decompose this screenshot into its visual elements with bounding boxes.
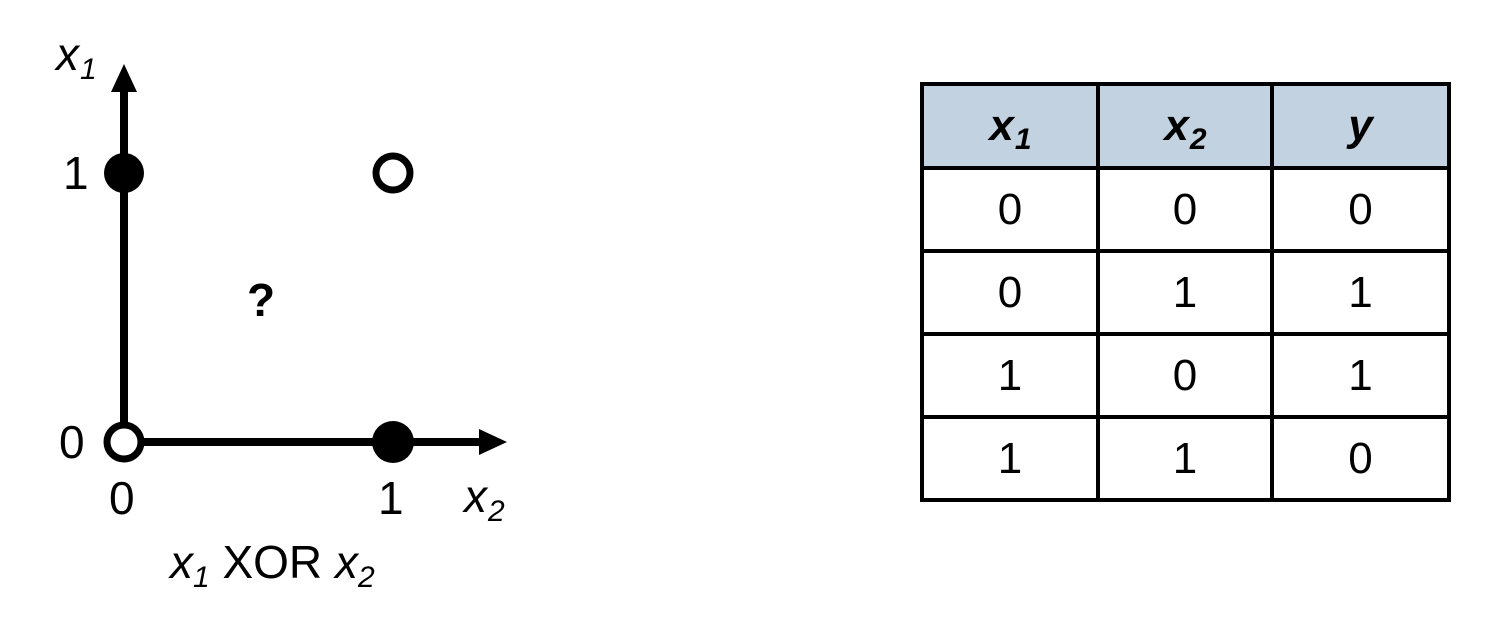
xor-plot-panel: x1 1 0 0 1 x2 ? x1 XOR x2	[0, 0, 600, 632]
plot-caption: x1 XOR x2	[170, 536, 375, 593]
y-tick-label-0: 0	[59, 416, 85, 468]
caption-space-2	[322, 536, 335, 588]
data-point-0-1-filled-circle-icon	[104, 153, 144, 193]
caption-var1: x	[170, 536, 193, 588]
caption-space-1	[210, 536, 223, 588]
cell-x1: 0	[920, 249, 1100, 336]
question-mark-annotation: ?	[247, 274, 276, 326]
cell-x2: 1	[1096, 249, 1274, 336]
truth-table-header: x1 x2 y	[920, 82, 1451, 170]
x-axis	[124, 429, 507, 455]
cell-x1: 0	[920, 166, 1100, 253]
column-header-x2-subscript: 2	[1189, 123, 1207, 156]
cell-y: 0	[1270, 415, 1451, 502]
column-header-y-var: y	[1348, 101, 1373, 150]
column-header-x1-subscript: 1	[1014, 123, 1032, 156]
caption-var1-subscript: 1	[193, 561, 210, 594]
y-axis-label-subscript: 1	[80, 53, 97, 86]
truth-table-panel: x1 x2 y 0 0 0 0 1 1 1 0	[920, 82, 1451, 502]
y-axis-label: x1	[56, 28, 97, 85]
cell-x2: 0	[1096, 166, 1274, 253]
truth-table-body: 0 0 0 0 1 1 1 0 1 1 1 0	[920, 166, 1451, 502]
x-tick-label-0: 0	[109, 472, 135, 524]
x-axis-label: x2	[464, 470, 505, 527]
table-header-row: x1 x2 y	[920, 82, 1451, 170]
table-row: 1 0 1	[920, 332, 1451, 419]
table-row: 0 0 0	[920, 166, 1451, 253]
cell-x2: 1	[1096, 415, 1274, 502]
caption-operator: XOR	[222, 536, 323, 588]
x-axis-label-subscript: 2	[488, 495, 505, 528]
column-header-x1: x1	[920, 82, 1100, 170]
cell-x1: 1	[920, 415, 1100, 502]
y-axis	[111, 64, 137, 442]
column-header-x2-var: x	[1164, 101, 1189, 150]
x-axis-arrowhead-icon	[479, 429, 507, 455]
cell-x1: 1	[920, 332, 1100, 419]
data-point-1-1-open-circle-icon	[372, 152, 414, 194]
x-tick-label-1: 1	[378, 472, 404, 524]
caption-var2: x	[334, 536, 358, 588]
table-row: 0 1 1	[920, 249, 1451, 336]
caption-var2-subscript: 2	[357, 561, 375, 594]
cell-y: 0	[1270, 166, 1451, 253]
cell-y: 1	[1270, 249, 1451, 336]
column-header-x1-var: x	[989, 101, 1014, 150]
x-axis-label-var: x	[464, 470, 487, 522]
column-header-x2: x2	[1096, 82, 1274, 170]
data-point-1-0-filled-circle-icon	[372, 421, 414, 463]
y-axis-arrowhead-icon	[111, 64, 137, 92]
data-point-0-0-open-circle-icon	[103, 421, 145, 463]
y-tick-label-1: 1	[63, 147, 89, 199]
y-axis-label-var: x	[56, 28, 79, 80]
column-header-y: y	[1270, 82, 1451, 170]
table-row: 1 1 0	[920, 415, 1451, 502]
xor-plot-graphic	[103, 64, 507, 463]
truth-table: x1 x2 y 0 0 0 0 1 1 1 0	[920, 82, 1451, 502]
cell-x2: 0	[1096, 332, 1274, 419]
cell-y: 1	[1270, 332, 1451, 419]
